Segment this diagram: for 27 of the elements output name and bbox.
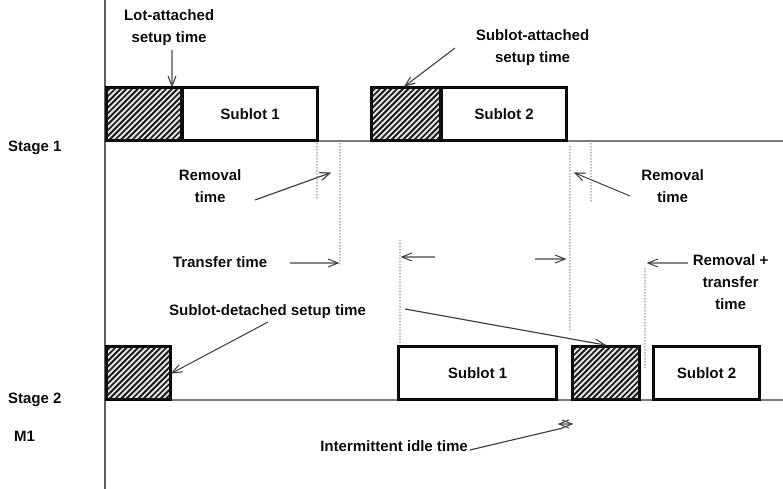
leader-arrow xyxy=(574,172,630,197)
sublot-bar: Sublot 2 xyxy=(440,86,568,142)
hatched-setup-block xyxy=(370,86,442,142)
stage-label: Stage 1 xyxy=(8,137,62,157)
annotation-text: Sublot-attached setup time xyxy=(455,25,610,71)
annotation-text: Intermittent idle time xyxy=(318,436,470,458)
leader-arrow xyxy=(254,172,331,201)
annotation-text: Removal time xyxy=(625,165,720,211)
leader-arrow xyxy=(290,258,339,268)
leader-arrow xyxy=(647,258,688,268)
machine-label: M1 xyxy=(14,427,35,447)
sublot-bar: Sublot 1 xyxy=(181,86,319,142)
leader-arrow xyxy=(171,321,268,374)
annotation-text: Sublot-detached setup time xyxy=(130,300,405,322)
hatched-setup-block xyxy=(571,345,641,401)
leader-arrow xyxy=(404,48,456,87)
leader-arrow xyxy=(167,50,177,87)
sublot-bar: Sublot 2 xyxy=(652,345,761,401)
annotation-text: Removal + transfer time xyxy=(688,250,773,316)
sublot-bar: Sublot 1 xyxy=(397,345,558,401)
hatched-setup-block xyxy=(105,86,183,142)
hatched-setup-block xyxy=(105,345,172,401)
annotation-text: Removal time xyxy=(165,165,255,211)
stage-label: Stage 2 xyxy=(8,389,62,409)
annotation-text: Lot-attached setup time xyxy=(110,5,228,51)
leader-arrow xyxy=(404,308,606,348)
annotation-text: Transfer time xyxy=(150,252,290,274)
